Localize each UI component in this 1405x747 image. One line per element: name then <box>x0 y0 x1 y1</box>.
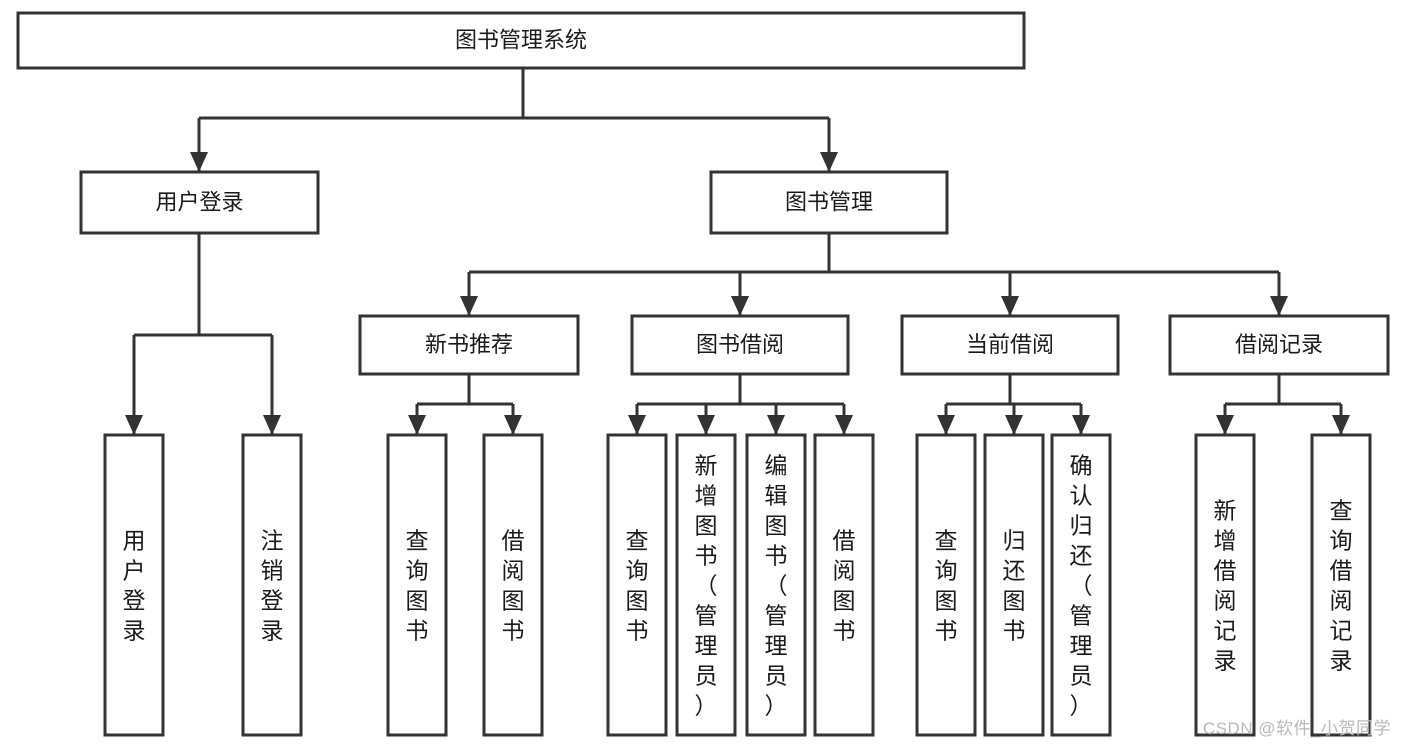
node-root[interactable]: 图书管理系统 <box>16 11 1026 70</box>
connector-userlogin-to-leaves <box>134 233 272 337</box>
arrow-head-icon <box>1005 415 1023 435</box>
connector-recommend-to-leaves <box>417 374 513 406</box>
node-label: 借阅图书 <box>833 527 856 643</box>
node-label: 图书管理 <box>785 189 873 214</box>
node-leaf-borrow-book-recommend[interactable]: 借阅图书 <box>482 433 544 737</box>
node-label: 当前借阅 <box>966 332 1054 357</box>
node-book-borrow[interactable]: 图书借阅 <box>630 314 850 376</box>
arrow-head-icon <box>1001 296 1019 316</box>
arrow-head-icon <box>628 415 646 435</box>
connector-root-to-level1 <box>199 68 829 120</box>
node-label: 确认归还（管理员） <box>1070 452 1093 718</box>
arrow-head-icon <box>408 415 426 435</box>
arrow-head-icon <box>460 296 478 316</box>
arrow-head-icon <box>835 415 853 435</box>
node-box <box>1050 433 1112 737</box>
node-label: 借阅图书 <box>502 527 525 643</box>
node-leaf-edit-book[interactable]: 编辑图书（管理员） <box>745 433 807 737</box>
node-box <box>241 433 303 737</box>
node-leaf-add-borrow-record[interactable]: 新增借阅记录 <box>1194 433 1256 737</box>
node-box <box>386 433 448 737</box>
node-label: 查询图书 <box>626 527 649 643</box>
arrow-head-icon <box>820 152 838 172</box>
node-box <box>745 433 807 737</box>
node-box <box>103 433 165 737</box>
node-box <box>709 170 949 235</box>
connector-current-to-leaves <box>946 374 1081 406</box>
node-label: 借阅记录 <box>1235 332 1323 357</box>
arrow-head-icon <box>697 415 715 435</box>
node-box <box>983 433 1045 737</box>
arrow-head-icon <box>731 296 749 316</box>
node-leaf-confirm-return[interactable]: 确认归还（管理员） <box>1050 433 1112 737</box>
node-leaf-query-book-borrow[interactable]: 查询图书 <box>606 433 668 737</box>
connector-bookmgmt-to-level2 <box>469 233 1279 274</box>
arrow-head-icon <box>937 415 955 435</box>
node-box <box>358 314 580 376</box>
node-label: 用户登录 <box>155 189 243 214</box>
node-box <box>1194 433 1256 737</box>
node-label: 编辑图书（管理员） <box>765 452 788 718</box>
node-box <box>813 433 875 737</box>
arrow-head-icon <box>1216 415 1234 435</box>
arrow-head-icon <box>1270 296 1288 316</box>
node-leaf-add-book[interactable]: 新增图书（管理员） <box>675 433 737 737</box>
node-box <box>630 314 850 376</box>
node-label: 注销登录 <box>261 527 284 643</box>
node-box <box>79 170 320 235</box>
node-label: 图书管理系统 <box>455 27 587 52</box>
node-user-login[interactable]: 用户登录 <box>79 170 320 235</box>
connector-record-to-leaves <box>1225 374 1341 406</box>
node-leaf-return-book[interactable]: 归还图书 <box>983 433 1045 737</box>
arrow-head-icon <box>263 415 281 435</box>
node-label: 用户登录 <box>123 527 146 643</box>
node-box <box>16 11 1026 70</box>
node-book-management[interactable]: 图书管理 <box>709 170 949 235</box>
node-label: 归还图书 <box>1003 527 1026 643</box>
node-leaf-query-book-current[interactable]: 查询图书 <box>915 433 977 737</box>
node-leaf-query-borrow-record[interactable]: 查询借阅记录 <box>1310 433 1372 737</box>
node-box <box>900 314 1120 376</box>
node-label: 图书借阅 <box>696 332 784 357</box>
node-label: 查询图书 <box>935 527 958 643</box>
connector-borrow-to-leaves <box>637 374 844 406</box>
arrow-head-icon <box>504 415 522 435</box>
node-leaf-user-login[interactable]: 用户登录 <box>103 433 165 737</box>
node-label: 新书推荐 <box>425 332 513 357</box>
node-box <box>606 433 668 737</box>
arrow-head-icon <box>767 415 785 435</box>
connector-edges-layer <box>125 68 1350 435</box>
node-box <box>482 433 544 737</box>
node-new-book-recommend[interactable]: 新书推荐 <box>358 314 580 376</box>
node-borrow-record[interactable]: 借阅记录 <box>1168 314 1390 376</box>
node-label: 查询图书 <box>406 527 429 643</box>
node-label: 查询借阅记录 <box>1330 497 1353 673</box>
node-box <box>1168 314 1390 376</box>
arrow-head-icon <box>1332 415 1350 435</box>
arrow-head-icon <box>190 152 208 172</box>
node-leaf-query-book-recommend[interactable]: 查询图书 <box>386 433 448 737</box>
node-box <box>915 433 977 737</box>
node-box <box>1310 433 1372 737</box>
node-label: 新增图书（管理员） <box>695 452 718 718</box>
arrow-head-icon <box>1072 415 1090 435</box>
node-label: 新增借阅记录 <box>1214 497 1237 673</box>
node-leaf-borrow-book[interactable]: 借阅图书 <box>813 433 875 737</box>
nodes-layer: 图书管理系统用户登录图书管理新书推荐图书借阅当前借阅借阅记录用户登录注销登录查询… <box>16 11 1390 737</box>
arrow-head-icon <box>125 415 143 435</box>
node-current-borrow[interactable]: 当前借阅 <box>900 314 1120 376</box>
node-box <box>675 433 737 737</box>
node-leaf-logout[interactable]: 注销登录 <box>241 433 303 737</box>
